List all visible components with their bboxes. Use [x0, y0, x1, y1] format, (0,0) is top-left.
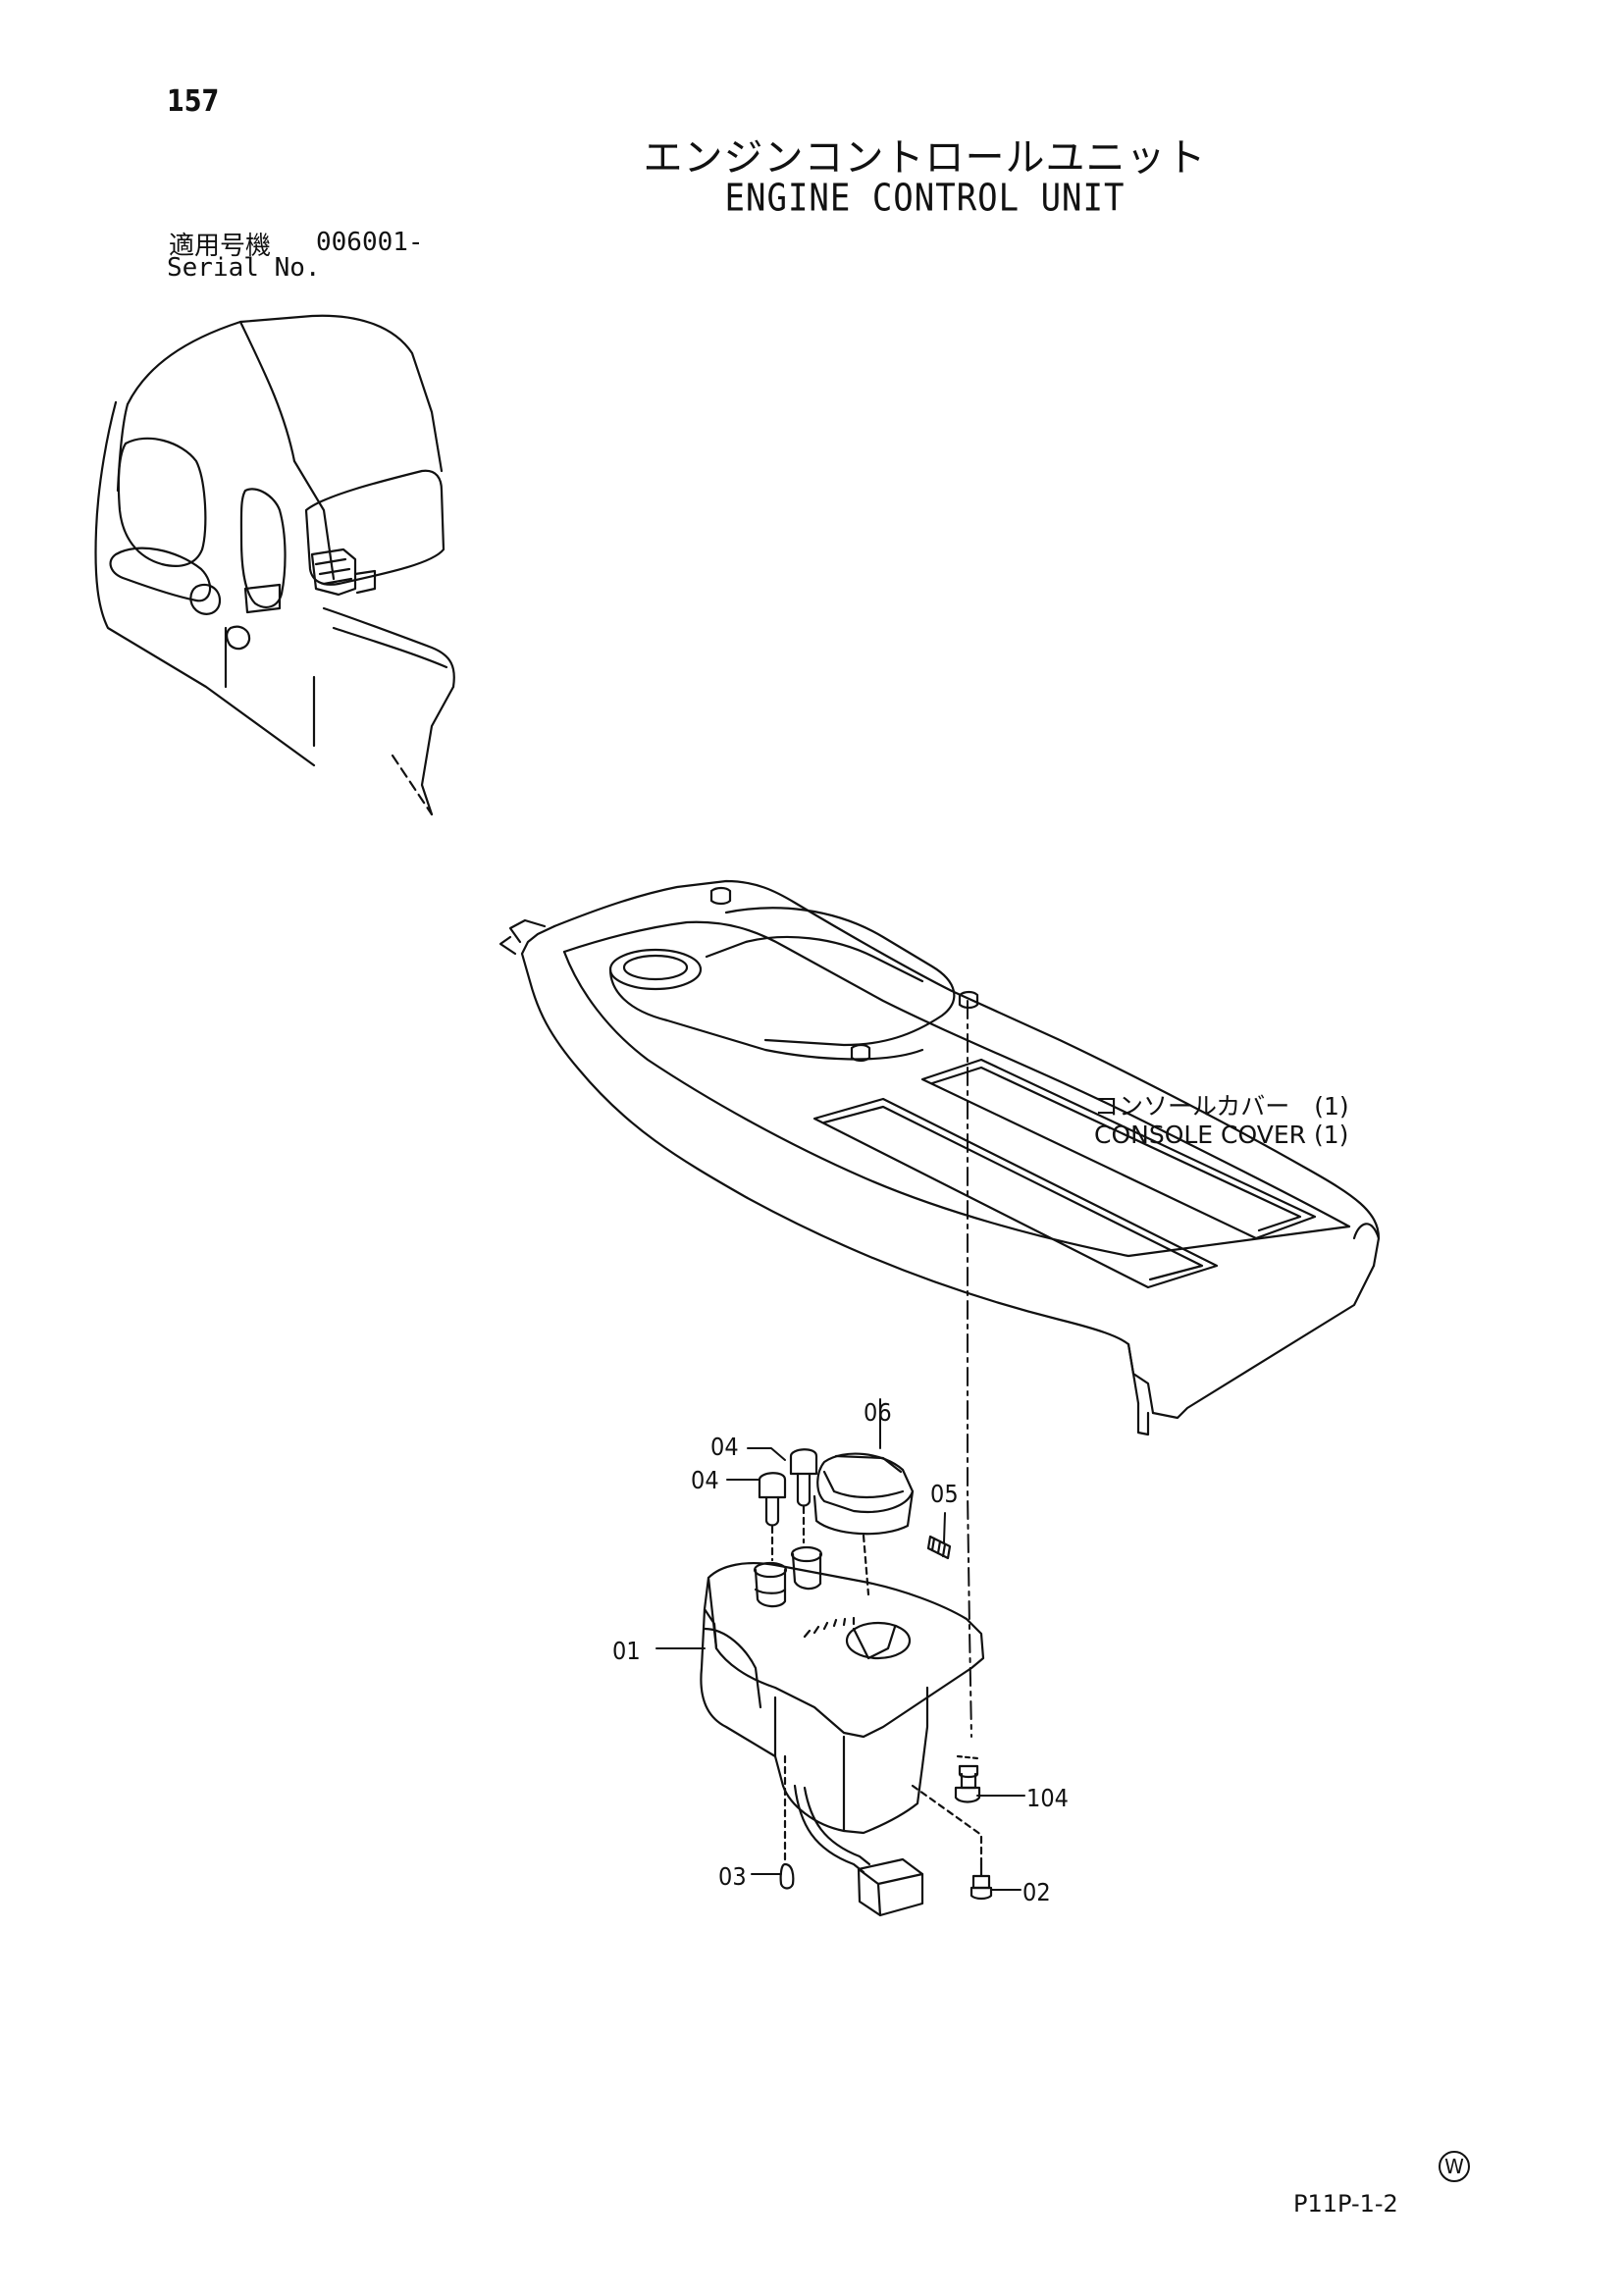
part-label-104: 104 [1026, 1784, 1069, 1812]
drawing-code: P11P-1-2 [1293, 2190, 1398, 2218]
console-cover-drawing [498, 879, 1381, 1436]
part-label-02: 02 [1022, 1878, 1051, 1906]
page-title-english: ENGINE CONTROL UNIT [724, 176, 1126, 221]
engine-control-unit-drawing [655, 1398, 1025, 1917]
cab-location-inset [94, 314, 455, 816]
part-label-03: 03 [718, 1862, 747, 1891]
part-label-05: 05 [930, 1480, 959, 1508]
part-label-04-upper: 04 [710, 1433, 739, 1461]
part-label-06: 06 [864, 1398, 892, 1427]
page-title-japanese: エンジンコントロールユニット [643, 135, 1207, 181]
assembly-centerline [967, 1000, 972, 1738]
console-cover-label-japanese: コンソールカバー (1) [1094, 1092, 1349, 1121]
console-cover-label-english: CONSOLE COVER (1) [1094, 1121, 1349, 1149]
page-number: 157 [167, 84, 220, 119]
serial-label-english: Serial No. [167, 253, 321, 283]
w-mark-icon: W [1439, 2151, 1470, 2182]
serial-number-value: 006001- [316, 228, 424, 257]
part-label-04-lower: 04 [691, 1466, 719, 1494]
part-label-01: 01 [612, 1637, 641, 1665]
serial-label-japanese: 適用号機 [169, 232, 272, 261]
